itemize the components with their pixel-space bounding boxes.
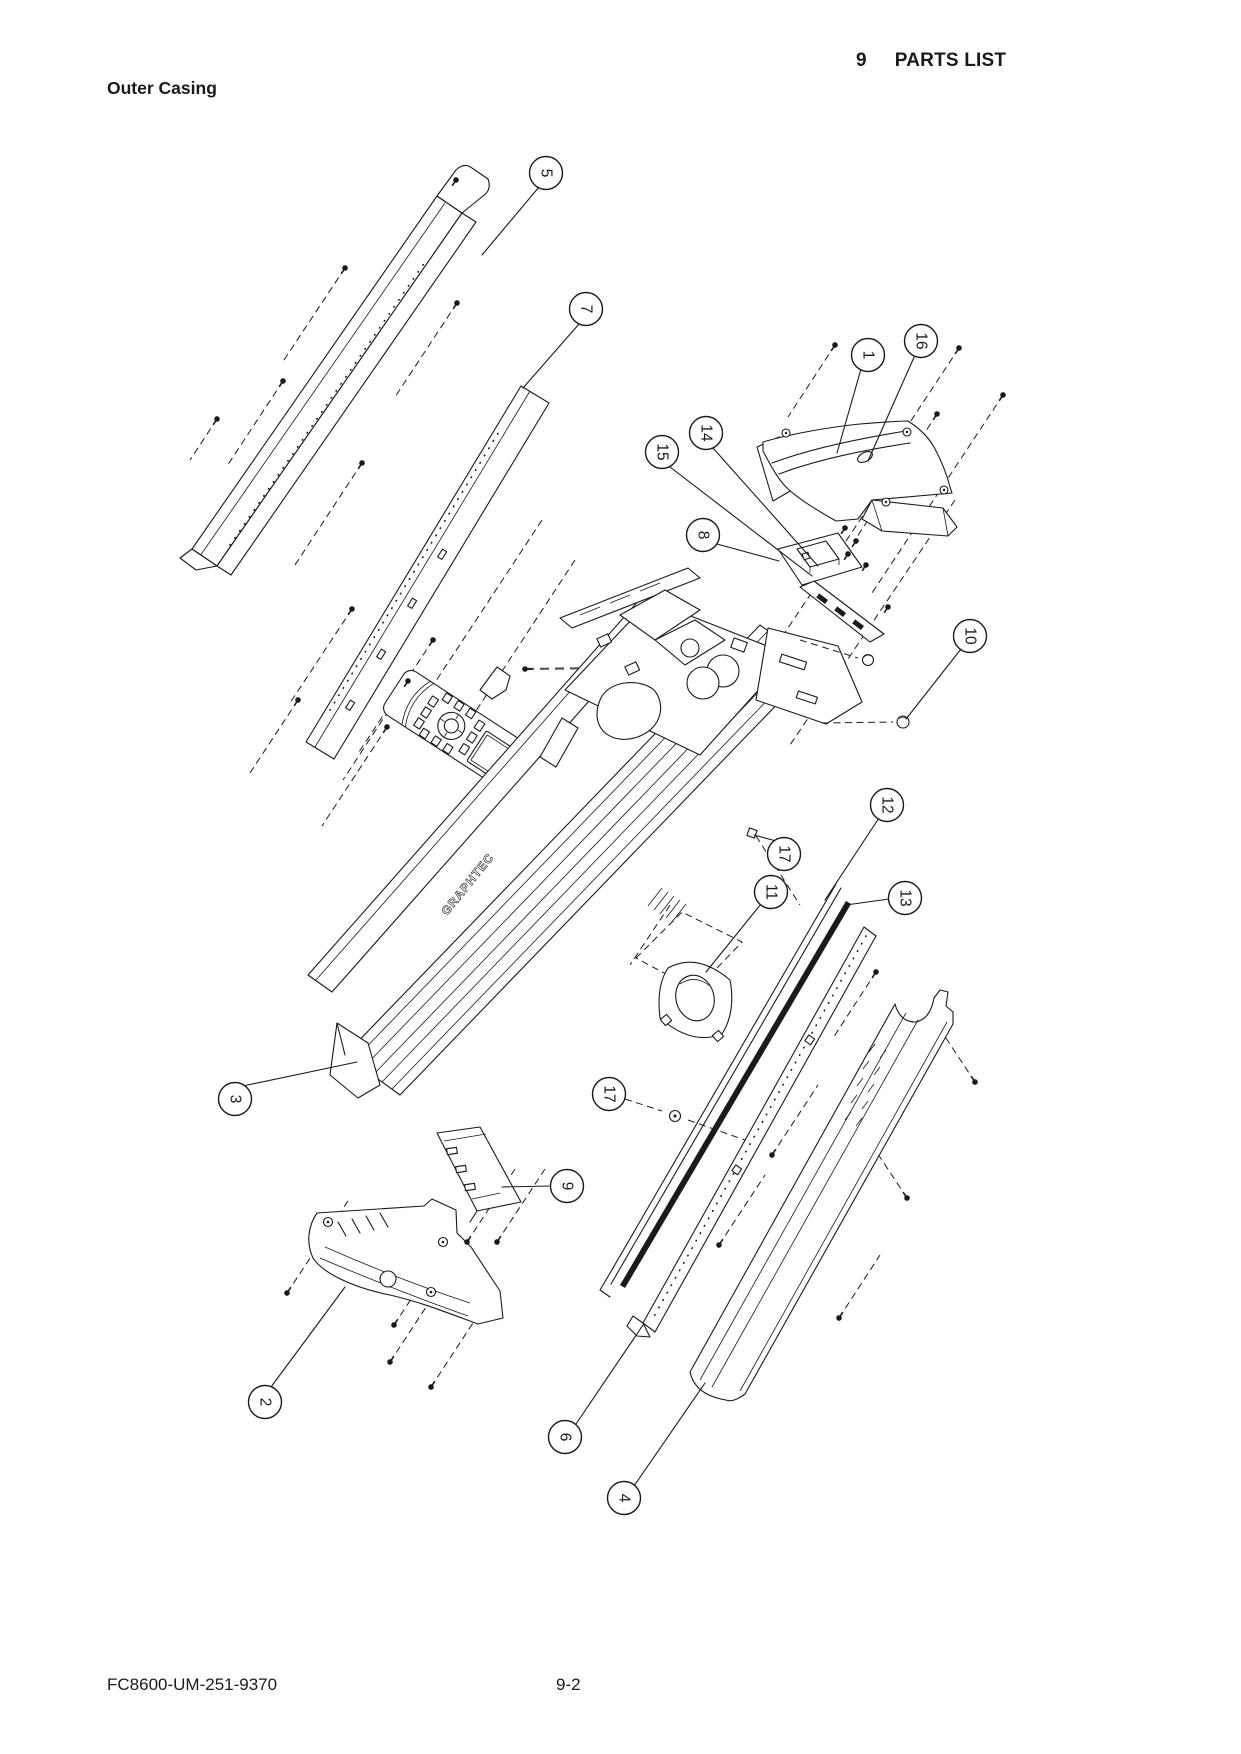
chapter-title: PARTS LIST [894,50,1007,71]
callout-17-upper: 17 [766,836,802,872]
part-10-caps [799,639,910,729]
svg-text:13: 13 [897,889,914,906]
callout-leader-lines [242,186,962,1487]
callout-9: 9 [549,1168,585,1204]
part-1-right-cover [756,420,958,537]
part-9-bracket [436,1126,522,1223]
footer-doc-number: FC8600-UM-251-9370 [107,1675,278,1694]
svg-text:3: 3 [227,1095,244,1104]
part-4-bottom-cover [689,989,954,1402]
svg-text:8: 8 [695,531,712,540]
callout-10: 10 [952,618,988,654]
svg-text:11: 11 [763,884,780,900]
svg-text:15: 15 [654,443,671,460]
callout-13: 13 [887,880,923,916]
callout-2: 2 [247,1384,283,1420]
callout-5: 5 [528,155,564,191]
callout-7: 7 [568,291,604,327]
svg-text:2: 2 [257,1398,274,1407]
part-2-left-cover [308,1198,504,1325]
svg-text:10: 10 [962,627,979,645]
part-17-nut [746,827,758,839]
panel-pcb-assembly [777,532,885,643]
callout-16: 16 [903,323,939,359]
part-13-strip [620,901,851,1288]
chapter-number: 9 [856,50,867,71]
svg-text:6: 6 [557,1433,574,1442]
carriage-assembly [559,567,791,756]
page-header: 9 PARTS LIST [856,50,1006,72]
svg-text:9: 9 [559,1182,576,1191]
cover-vent-slots [337,1212,389,1237]
keypad-bracket [479,666,511,700]
part-7-front-panel [305,385,550,760]
section-title: Outer Casing [107,78,217,98]
callout-4: 4 [606,1480,642,1516]
callout-12: 12 [869,787,905,823]
cover-vent-dashes [844,1043,887,1127]
svg-text:14: 14 [698,424,715,442]
svg-text:5: 5 [538,169,555,178]
keypad-buttons [413,692,486,756]
svg-text:7: 7 [578,305,595,314]
svg-text:17: 17 [776,845,793,862]
callout-balloons: 5 7 1 16 14 15 [217,155,988,1516]
callout-6: 6 [547,1419,583,1455]
right-deck-plate [755,627,863,725]
svg-text:17: 17 [601,1085,618,1102]
callout-11: 11 [753,874,789,910]
svg-text:16: 16 [913,332,930,349]
callout-8: 8 [685,517,721,553]
svg-text:4: 4 [616,1494,633,1503]
part-5-top-cover [179,164,490,576]
callout-17-lower: 17 [591,1076,627,1112]
callout-14: 14 [688,415,724,451]
svg-text:12: 12 [879,796,896,813]
footer-page-number: 9-2 [556,1675,581,1694]
part-11-fan-bracket [635,911,743,1043]
small-fittings [624,827,758,1141]
svg-text:1: 1 [860,351,877,360]
callout-3: 3 [217,1081,253,1117]
part-6-rail-end [626,1315,651,1338]
chassis-vent-hatch [647,887,687,923]
front-rails [599,883,877,1338]
callout-15: 15 [644,434,680,470]
callout-1: 1 [850,337,886,373]
